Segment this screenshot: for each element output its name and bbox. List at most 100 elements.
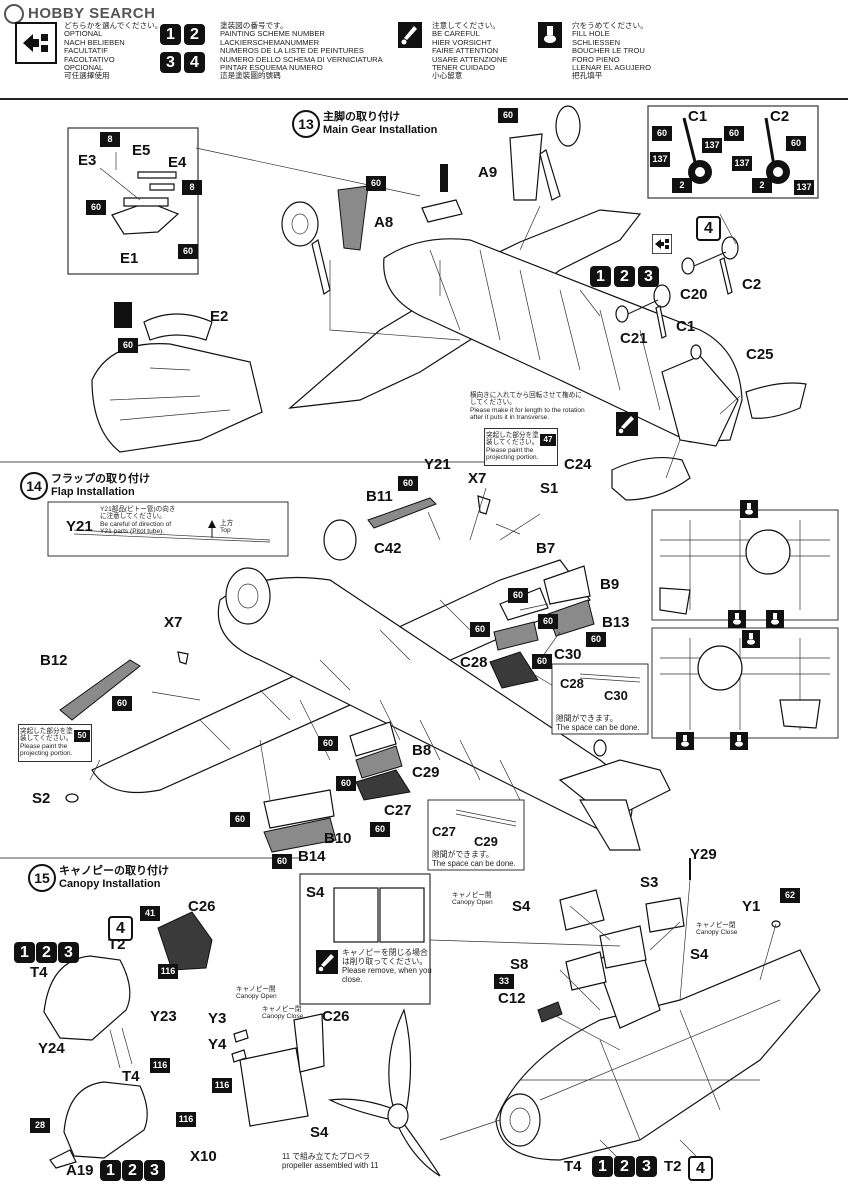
note-canopy-close-right: キャノピー閉 Canopy Close: [696, 922, 738, 937]
paint-tag-47: 47: [540, 434, 556, 446]
paint-tag-8: 8: [100, 132, 120, 147]
paint-tag-60: 60: [230, 812, 250, 827]
paint-tag-41: 41: [140, 906, 160, 921]
paint-tag-50: 50: [74, 730, 90, 742]
optional-icon: [652, 234, 672, 254]
part-X7: X7: [468, 470, 487, 487]
note-gap-2: 隙間ができます。 The space can be done.: [432, 850, 516, 868]
part-S3: S3: [640, 874, 659, 891]
scheme-4-ref: 4: [696, 216, 721, 241]
optional-icon: [15, 22, 57, 64]
scheme-2-ref: 2: [122, 1160, 143, 1181]
part-C29-note: C29: [474, 834, 498, 849]
scheme-1-ref: 1: [14, 942, 35, 963]
part-S1: S1: [540, 480, 559, 497]
scheme-4-ref: 4: [688, 1156, 713, 1181]
note-canopy-open-right: キャノピー開 Canopy Open: [452, 892, 493, 907]
note-paint-50: 突起した部分を塗 装してください。 Please paint the proje…: [20, 728, 73, 758]
step-13-number: 13: [292, 110, 320, 138]
paint-tag-60: 60: [652, 126, 672, 141]
part-C1-inset: C1: [688, 108, 708, 125]
paint-tag-60: 60: [532, 654, 552, 669]
part-T2-left: T2: [108, 936, 126, 953]
step-14-number: 14: [20, 472, 48, 500]
note-paint-47: 突起した部分を塗 装してください。 Please paint the proje…: [486, 432, 539, 462]
part-A9: A9: [478, 164, 498, 181]
paint-tag-2: 2: [752, 178, 772, 193]
paint-tag-137: 137: [650, 152, 670, 167]
paint-tag-60: 60: [498, 108, 518, 123]
part-C20: C20: [680, 286, 708, 303]
paint-tag-62: 62: [780, 888, 800, 903]
fill-hole-icon: [676, 732, 694, 750]
scheme-4-badge: 4: [184, 52, 205, 73]
legend-optional: どちらかを選んでください。 OPTIONAL NACH BELIEBEN FAC…: [64, 21, 163, 81]
step-15-number: 15: [28, 864, 56, 892]
scheme-3-ref: 3: [58, 942, 79, 963]
paint-tag-116: 116: [212, 1078, 232, 1093]
note-canopy-open-left: キャノピー開 Canopy Open: [236, 986, 277, 1001]
note-top: 上方 Top: [220, 520, 234, 535]
paint-tag-28: 28: [30, 1118, 50, 1133]
part-S8: S8: [510, 956, 529, 973]
scheme-4-ref: 4: [108, 916, 133, 941]
watermark: HOBBY SEARCH: [4, 4, 155, 24]
part-Y24: Y24: [38, 1040, 65, 1057]
paint-tag-60: 60: [508, 588, 528, 603]
paint-tag-33: 33: [494, 974, 514, 989]
part-T4-mid: T4: [122, 1068, 140, 1085]
part-S4-sheet: S4: [306, 884, 325, 901]
scheme-1-badge: 1: [160, 24, 181, 45]
part-C24: C24: [564, 456, 592, 473]
part-B9: B9: [600, 576, 620, 593]
fill-hole-icon: [766, 610, 784, 628]
note-canopy-close-left: キャノピー閉 Canopy Close: [262, 1006, 304, 1021]
part-E1: E1: [120, 250, 139, 267]
part-C21: C21: [620, 330, 648, 347]
part-T4-bottom: T4: [564, 1158, 582, 1175]
paint-tag-60: 60: [178, 244, 198, 259]
paint-tag-116: 116: [176, 1112, 196, 1127]
paint-tag-116: 116: [150, 1058, 170, 1073]
note-propeller: 11 で組み立てたプロペラ propeller assembled with 1…: [282, 1152, 379, 1170]
scheme-2-ref: 2: [614, 266, 635, 287]
paint-tag-60: 60: [538, 614, 558, 629]
scheme-3-ref: 3: [144, 1160, 165, 1181]
part-C26-top: C26: [188, 898, 216, 915]
fill-hole-icon: [740, 500, 758, 518]
part-B10: B10: [324, 830, 352, 847]
scheme-2-ref: 2: [614, 1156, 635, 1177]
paint-tag-60: 60: [118, 338, 138, 353]
part-C2-inset: C2: [770, 108, 790, 125]
paint-tag-60: 60: [786, 136, 806, 151]
scheme-1-ref: 1: [592, 1156, 613, 1177]
part-E2: E2: [210, 308, 229, 325]
scheme-1-ref: 1: [100, 1160, 121, 1181]
part-A19: A19: [66, 1162, 94, 1179]
scheme-1-ref: 1: [590, 266, 611, 287]
part-C30: C30: [554, 646, 582, 663]
part-C29: C29: [412, 764, 440, 781]
part-B14: B14: [298, 848, 326, 865]
fill-hole-icon: [728, 610, 746, 628]
paint-tag-60: 60: [112, 696, 132, 711]
part-S2: S2: [32, 790, 51, 807]
paint-tag-116: 116: [158, 964, 178, 979]
part-C42: C42: [374, 540, 402, 557]
paint-tag-60: 60: [86, 200, 106, 215]
part-B8: B8: [412, 742, 432, 759]
be-careful-icon: [316, 950, 338, 974]
paint-tag-60: 60: [366, 176, 386, 191]
paint-tag-60: 60: [470, 622, 490, 637]
part-C12: C12: [498, 990, 526, 1007]
legend-be-careful: 注意してください。 BE CAREFUL HIER VORSICHT FAIRE…: [432, 21, 508, 81]
note-rotate: 横向きに入れてから回転させて権めに してください。 Please make it…: [470, 392, 585, 422]
scheme-3-ref: 3: [636, 1156, 657, 1177]
part-Y1: Y1: [742, 898, 761, 915]
paint-tag-137: 137: [732, 156, 752, 171]
paint-tag-137: 137: [702, 138, 722, 153]
part-S4-bottom: S4: [310, 1124, 329, 1141]
